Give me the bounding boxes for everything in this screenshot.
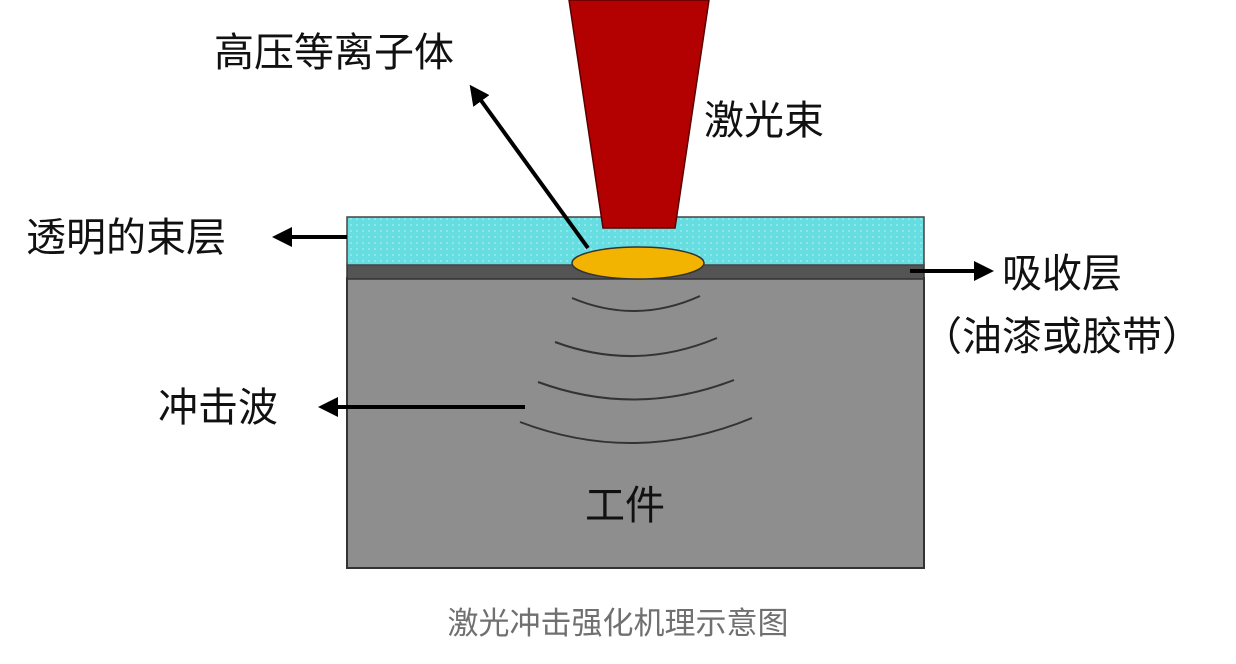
laser-beam <box>568 0 710 229</box>
shock-wave-arcs <box>519 295 753 444</box>
shock-wave-arc <box>571 295 701 312</box>
absorb-layer-note: （油漆或胶带） <box>922 314 1202 360</box>
workpiece-label: 工件 <box>585 483 665 529</box>
laser-beam-label: 激光束 <box>704 98 824 144</box>
figure-caption: 激光冲击强化机理示意图 <box>448 606 789 642</box>
transparent-layer-label: 透明的束层 <box>26 215 226 261</box>
plasma-label: 高压等离子体 <box>214 30 454 76</box>
shock-wave-arc <box>537 379 735 401</box>
absorb-layer-label: 吸收层 <box>1002 251 1122 297</box>
plasma-ellipse <box>571 246 705 280</box>
shock-wave-arc <box>519 417 753 444</box>
shock-wave-arc <box>554 337 718 357</box>
plasma-arrow <box>469 84 590 250</box>
shock-wave-label: 冲击波 <box>158 385 278 431</box>
arrows <box>272 84 994 417</box>
workpiece-block <box>346 277 925 569</box>
